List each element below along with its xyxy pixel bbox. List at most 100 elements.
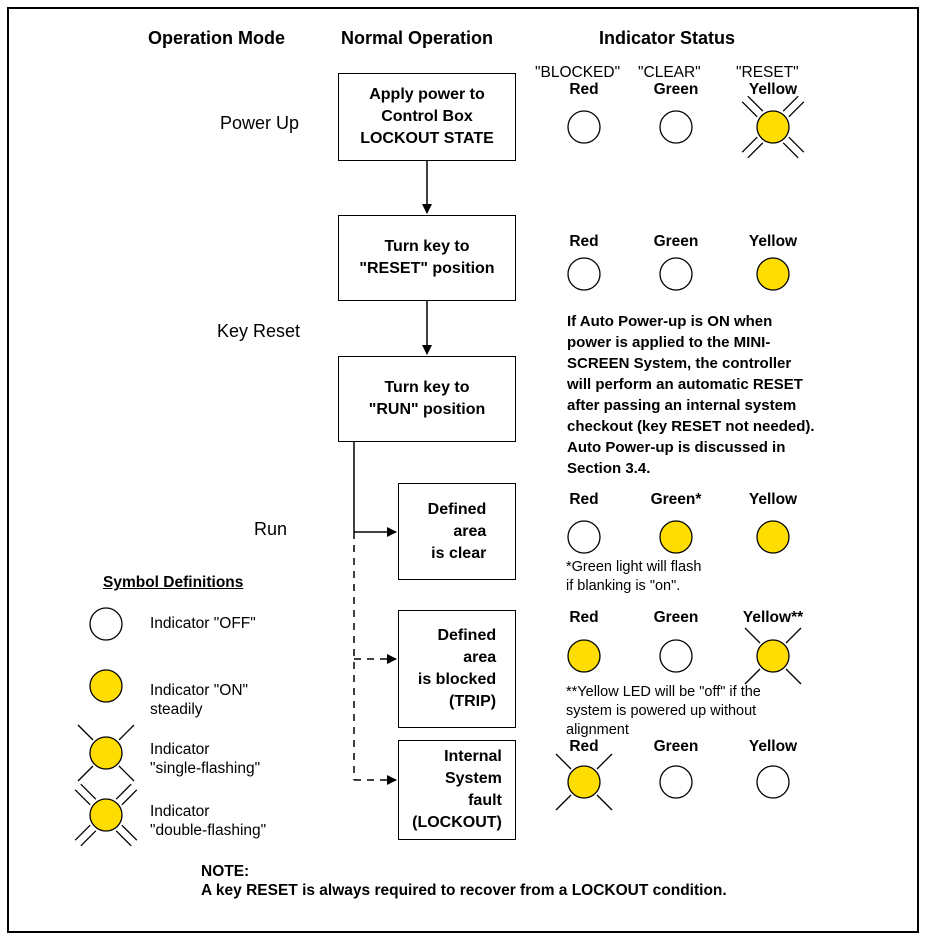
lamp-circle bbox=[89, 736, 123, 770]
flash-ray bbox=[555, 753, 572, 770]
row3-green-label: Green* bbox=[650, 491, 702, 508]
note-yellow-off: **Yellow LED will be "off" if the system… bbox=[566, 684, 761, 738]
flash-ray bbox=[118, 724, 135, 741]
flash-ray bbox=[77, 724, 94, 741]
lamp-circle bbox=[659, 520, 693, 554]
lamp-circle bbox=[756, 520, 790, 554]
box-internal-fault: Internal System fault (LOCKOUT) bbox=[398, 740, 516, 840]
lamp-circle bbox=[567, 520, 601, 554]
row1-yellow-indicator bbox=[741, 95, 805, 159]
symbol-off-label: Indicator "OFF" bbox=[150, 615, 256, 632]
row4-red-indicator bbox=[567, 639, 601, 673]
row4-yellow-indicator bbox=[744, 627, 802, 685]
mode-power-up: Power Up bbox=[220, 113, 300, 133]
box-internal-fault-text: Internal System fault (LOCKOUT) bbox=[412, 748, 502, 831]
row2-red-indicator bbox=[567, 257, 601, 291]
lamp-circle bbox=[567, 639, 601, 673]
header-operation-mode: Operation Mode bbox=[148, 28, 286, 48]
flash-ray bbox=[782, 95, 799, 112]
mode-run: Run bbox=[254, 519, 288, 539]
flash-ray bbox=[782, 142, 799, 159]
symbol-on-label: Indicator "ON" steadily bbox=[150, 682, 249, 718]
lamp-circle bbox=[567, 257, 601, 291]
row1-green-indicator bbox=[659, 110, 693, 144]
box-area-blocked-text: Defined area is blocked (TRIP) bbox=[417, 627, 497, 710]
lamp-circle bbox=[567, 765, 601, 799]
label-blocked-quote: "BLOCKED" bbox=[535, 64, 621, 81]
flash-ray bbox=[74, 789, 91, 806]
row1-yellow-label: Yellow bbox=[748, 81, 798, 98]
note-auto-power-up: If Auto Power-up is ON when power is app… bbox=[567, 313, 815, 477]
lamp-circle bbox=[89, 607, 123, 641]
flash-ray bbox=[121, 824, 138, 841]
legend-off-indicator bbox=[89, 607, 123, 641]
row3-red-label: Red bbox=[569, 491, 599, 508]
flash-ray bbox=[596, 794, 613, 811]
row3-green-indicator bbox=[659, 520, 693, 554]
flash-ray bbox=[118, 765, 135, 782]
box-area-blocked: Defined area is blocked (TRIP) bbox=[398, 610, 516, 728]
row2-yellow-label: Yellow bbox=[748, 233, 798, 250]
row3-red-indicator bbox=[567, 520, 601, 554]
legend-double-flashing-indicator bbox=[74, 783, 138, 847]
row2-yellow-indicator bbox=[756, 257, 790, 291]
flash-ray bbox=[74, 824, 91, 841]
label-reset-quote: "RESET" bbox=[736, 64, 799, 81]
flash-ray bbox=[555, 794, 572, 811]
row1-green-label: Green bbox=[653, 81, 699, 98]
row3-yellow-indicator bbox=[756, 520, 790, 554]
lamp-circle bbox=[659, 110, 693, 144]
lamp-circle bbox=[659, 639, 693, 673]
flash-ray bbox=[80, 783, 97, 800]
flash-ray bbox=[80, 830, 97, 847]
indicator-symbols bbox=[555, 95, 805, 811]
legend-single-flashing-indicator bbox=[77, 724, 135, 782]
box-turn-key-run: Turn key to "RUN" position bbox=[338, 356, 516, 442]
lamp-circle bbox=[659, 765, 693, 799]
flash-ray bbox=[741, 101, 758, 118]
header-indicator-status: Indicator Status bbox=[599, 28, 736, 48]
footer-note-text: A key RESET is always required to recove… bbox=[201, 882, 727, 899]
row5-red-indicator bbox=[555, 753, 613, 811]
row2-green-indicator bbox=[659, 257, 693, 291]
legend-on-indicator bbox=[89, 669, 123, 703]
row3-yellow-label: Yellow bbox=[748, 491, 798, 508]
row5-green-label: Green bbox=[653, 738, 699, 755]
flash-ray bbox=[596, 753, 613, 770]
row5-red-label: Red bbox=[569, 738, 599, 755]
box-apply-power: Apply power to Control Box LOCKOUT STATE bbox=[338, 73, 516, 161]
flash-ray bbox=[747, 142, 764, 159]
lamp-circle bbox=[756, 639, 790, 673]
symbol-single-label: Indicator "single-flashing" bbox=[150, 741, 261, 777]
flash-ray bbox=[785, 627, 802, 644]
symbol-definitions-title: Symbol Definitions bbox=[103, 574, 244, 591]
flash-ray bbox=[744, 668, 761, 685]
flash-ray bbox=[115, 783, 132, 800]
flash-ray bbox=[788, 101, 805, 118]
footer-note-label: NOTE: bbox=[201, 863, 250, 880]
lamp-circle bbox=[567, 110, 601, 144]
diagram-frame bbox=[7, 7, 919, 933]
lamp-circle bbox=[756, 765, 790, 799]
lamp-circle bbox=[756, 110, 790, 144]
row5-green-indicator bbox=[659, 765, 693, 799]
flash-ray bbox=[785, 668, 802, 685]
flash-ray bbox=[788, 136, 805, 153]
mode-key-reset: Key Reset bbox=[217, 321, 301, 341]
lamp-circle bbox=[659, 257, 693, 291]
label-clear-quote: "CLEAR" bbox=[638, 64, 701, 81]
symbol-double-label: Indicator "double-flashing" bbox=[150, 803, 267, 839]
row1-red-label: Red bbox=[569, 81, 599, 98]
row4-red-label: Red bbox=[569, 609, 599, 626]
row4-green-label: Green bbox=[653, 609, 699, 626]
row5-yellow-label: Yellow bbox=[748, 738, 798, 755]
lamp-circle bbox=[89, 669, 123, 703]
box-area-clear-text: Defined area is clear bbox=[427, 500, 487, 562]
box-turn-key-reset-text: Turn key to "RESET" position bbox=[359, 238, 495, 277]
row2-green-label: Green bbox=[653, 233, 699, 250]
note-green-flash: *Green light will flash if blanking is "… bbox=[566, 559, 702, 594]
flash-ray bbox=[77, 765, 94, 782]
header-normal-operation: Normal Operation bbox=[341, 28, 494, 48]
row2-red-label: Red bbox=[569, 233, 599, 250]
